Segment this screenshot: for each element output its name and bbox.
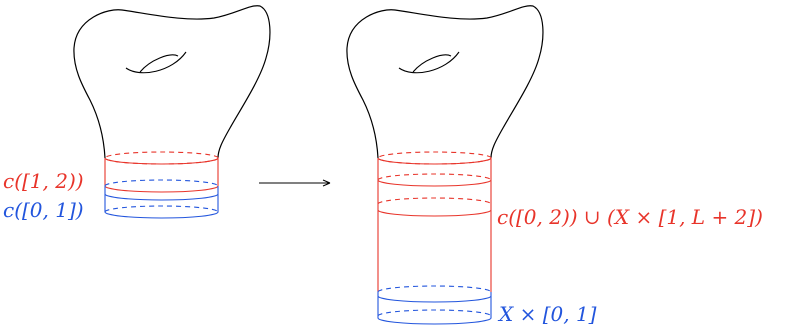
- left-surface-outline: [73, 5, 271, 159]
- left-red-band: [104, 151, 219, 193]
- label-left-red: c([1, 2)): [3, 169, 84, 193]
- left-blue-bottom-back: [104, 205, 219, 213]
- label-right-blue: X × [0, 1]: [497, 302, 597, 326]
- right-red-ring-1: [377, 157, 492, 165]
- left-red-top-front: [104, 157, 219, 165]
- left-blue-band: [104, 179, 219, 219]
- map-arrow: [259, 179, 331, 187]
- right-blue-bottom-front: [377, 317, 492, 325]
- right-surface: [346, 5, 544, 325]
- left-surface: [73, 5, 271, 219]
- right-red-band: [377, 151, 492, 292]
- left-blue-mid-front: [104, 193, 219, 201]
- label-right-red: c([0, 2)) ∪ (X × [1, L + 2]): [497, 205, 763, 229]
- right-handle-lower: [398, 51, 460, 74]
- left-red-bottom-front: [104, 185, 219, 193]
- right-red-ring-2-back: [377, 173, 492, 181]
- right-red-ring-3-back: [377, 197, 492, 205]
- left-blue-bottom-front: [104, 211, 219, 219]
- right-blue-bottom-back: [377, 309, 492, 317]
- left-handle-lower: [125, 51, 187, 74]
- right-surface-outline: [346, 5, 544, 159]
- right-red-ring-2: [377, 179, 492, 187]
- right-handle-upper: [412, 54, 452, 73]
- right-red-ring-3: [377, 209, 492, 217]
- left-blue-top-back: [104, 179, 219, 187]
- right-blue-top-back: [377, 285, 492, 293]
- right-blue-band: [377, 285, 492, 325]
- left-handle-upper: [139, 54, 179, 73]
- label-left-blue: c([0, 1]): [3, 198, 84, 222]
- right-blue-top-front: [377, 295, 492, 303]
